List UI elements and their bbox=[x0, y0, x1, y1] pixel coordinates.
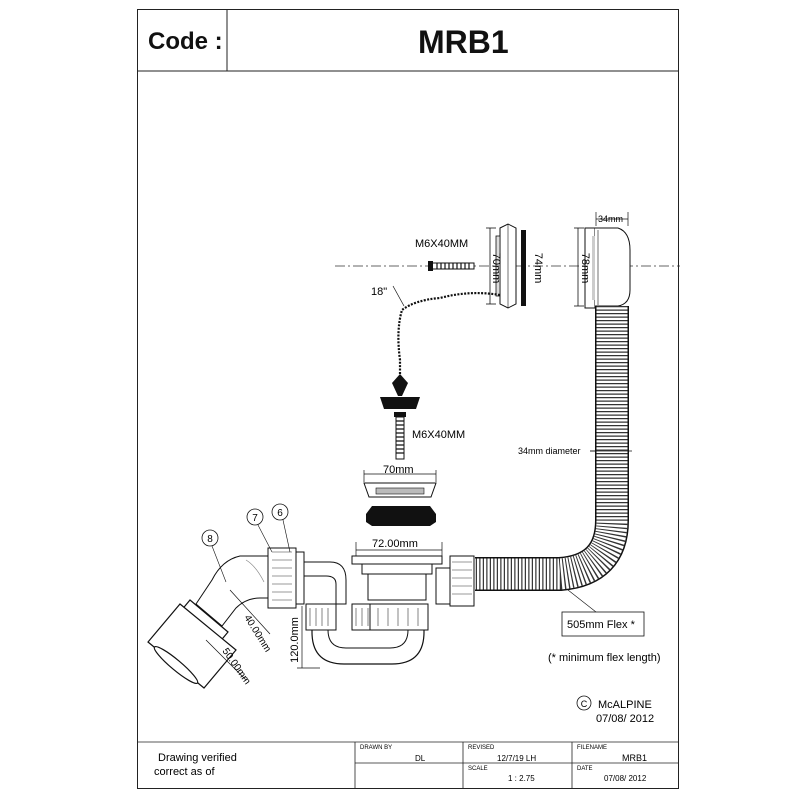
dim-74-label: 74mm bbox=[532, 253, 544, 284]
drawn-by-value: DL bbox=[415, 754, 426, 763]
code-label: Code : bbox=[148, 28, 223, 55]
waste-screw bbox=[394, 412, 406, 460]
callout-6-number: 6 bbox=[277, 508, 283, 519]
plug bbox=[380, 374, 420, 409]
outlet-pipe bbox=[147, 599, 237, 689]
dim-34-label: 34mm bbox=[598, 214, 623, 224]
callout-8: 8 bbox=[201, 529, 227, 583]
chain-length-label: 18" bbox=[371, 286, 387, 298]
flex-note: (* minimum flex length) bbox=[548, 652, 660, 664]
hose-diameter-dim: 34mm diameter bbox=[518, 446, 632, 456]
waste-washer bbox=[366, 506, 436, 526]
copyright-symbol: C bbox=[581, 699, 588, 709]
chain: 18" bbox=[371, 285, 501, 382]
trap-body bbox=[295, 542, 475, 665]
screw-bottom-label: M6X40MM bbox=[412, 429, 465, 441]
waste-flange: 70mm bbox=[363, 464, 437, 498]
scale-value: 1 : 2.75 bbox=[508, 774, 535, 783]
dim-70-overflow: 70mm bbox=[486, 227, 502, 305]
left-elbow bbox=[195, 555, 269, 627]
dim-78: 78mm bbox=[574, 227, 591, 307]
filename-value: MRB1 bbox=[622, 753, 647, 763]
dim-70-waste-label: 70mm bbox=[383, 464, 414, 476]
flex-label: 505mm Flex * bbox=[567, 619, 636, 631]
copyright-company: McALPINE bbox=[598, 699, 652, 711]
overflow-screw bbox=[428, 261, 475, 271]
dim-50-label: 50.00mm bbox=[220, 646, 253, 686]
dim-40-label: 40.00mm bbox=[241, 613, 272, 654]
screw-top-label: M6X40MM bbox=[415, 238, 468, 250]
dim-120: 120.0mm bbox=[289, 606, 320, 669]
callout-6: 6 bbox=[271, 503, 291, 553]
revised-label: REVISED bbox=[468, 745, 495, 751]
overflow-faceplate-side bbox=[495, 223, 517, 309]
drawn-by-label: DRAWN BY bbox=[360, 745, 392, 751]
drawing-frame bbox=[137, 9, 679, 789]
flexible-hose bbox=[475, 306, 629, 591]
copyright-date: 07/08/ 2012 bbox=[596, 713, 654, 725]
hose-diameter-label: 34mm diameter bbox=[518, 446, 581, 456]
overflow-washer bbox=[521, 230, 526, 306]
date-value: 07/08/ 2012 bbox=[604, 774, 647, 783]
date-label: DATE bbox=[577, 766, 593, 772]
dim-72-label: 72.00mm bbox=[372, 538, 418, 550]
dim-72: 72.00mm bbox=[372, 538, 418, 550]
verified-line1: Drawing verified bbox=[158, 752, 237, 764]
code-value: MRB1 bbox=[418, 24, 509, 60]
overflow-elbow bbox=[584, 227, 631, 309]
flex-box: 505mm Flex * bbox=[561, 589, 645, 637]
dim-78-label: 78mm bbox=[579, 253, 591, 284]
callout-8-number: 8 bbox=[207, 534, 213, 545]
dim-74-overflow: 74mm bbox=[532, 253, 544, 284]
copyright-circle bbox=[576, 695, 592, 711]
verified-line2: correct as of bbox=[154, 766, 215, 778]
revised-value: 12/7/19 LH bbox=[497, 754, 536, 763]
dim-34-top: 34mm bbox=[595, 212, 629, 226]
filename-label: FILENAME bbox=[577, 745, 607, 751]
dim-70-label: 70mm bbox=[490, 253, 502, 284]
left-nut bbox=[267, 547, 297, 609]
callout-7-number: 7 bbox=[252, 513, 258, 524]
dim-120-label: 120.0mm bbox=[289, 617, 301, 663]
callout-7: 7 bbox=[246, 508, 273, 553]
title-block bbox=[137, 741, 679, 789]
scale-label: SCALE bbox=[468, 766, 488, 772]
